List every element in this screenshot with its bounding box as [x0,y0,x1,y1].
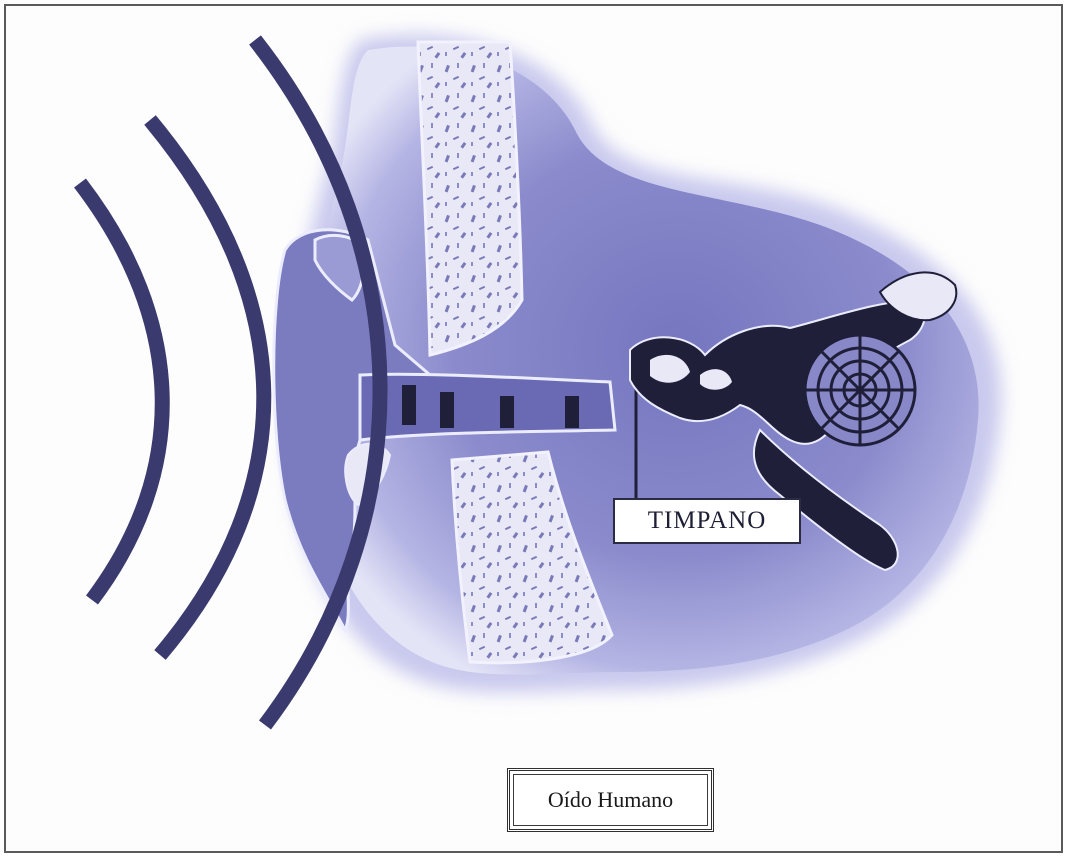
upper-bone [418,42,522,355]
cochlea [805,335,915,445]
tympanum-label: TIMPANO [613,498,801,544]
figure-caption: Oído Humano [507,768,714,832]
sound-wave-icon [80,183,162,600]
figure-caption-text: Oído Humano [513,774,708,826]
